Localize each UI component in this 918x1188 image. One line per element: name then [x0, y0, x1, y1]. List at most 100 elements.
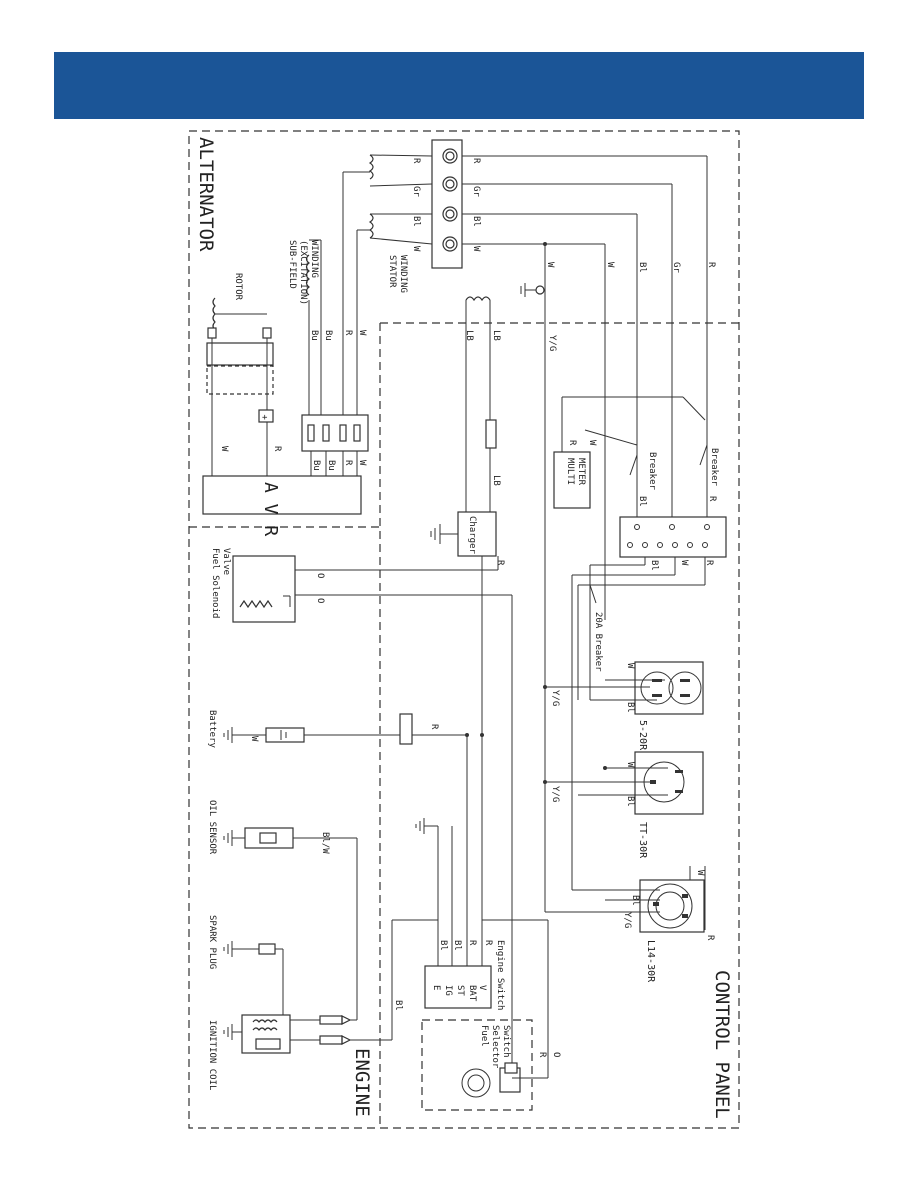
- svg-text:LB: LB: [491, 475, 501, 486]
- svg-text:W: W: [357, 330, 367, 336]
- fuel-solenoid-box: [232, 555, 296, 623]
- fuel-solenoid-coil: [239, 599, 273, 609]
- switch-terminal-e: E: [431, 985, 441, 990]
- multimeter-label: MULTIMETER: [565, 458, 586, 486]
- svg-text:Bl: Bl: [411, 216, 421, 227]
- breaker-2-switch: [699, 444, 708, 466]
- svg-text:R: R: [706, 262, 716, 268]
- svg-text:R: R: [272, 446, 282, 452]
- slip-ring-2: [206, 365, 274, 395]
- svg-text:W: W: [587, 440, 597, 446]
- svg-text:Gr: Gr: [471, 186, 481, 197]
- svg-text:W: W: [695, 870, 705, 876]
- stator-coil-1: [368, 154, 374, 180]
- sub-field-label: SUB-FIELD(EXCITATION)WINDING: [287, 240, 319, 305]
- ignition-coil-label: IGNITION COIL: [207, 1020, 217, 1090]
- stator-winding-label: STATORWINDING: [387, 255, 408, 293]
- svg-text:Y/G: Y/G: [622, 912, 632, 928]
- breaker-1-switch: [629, 454, 638, 476]
- svg-text:+: +: [262, 413, 268, 423]
- breaker-2-label: Breaker: [709, 448, 719, 487]
- header-banner: [54, 52, 864, 119]
- alternator-label: ALTERNATOR: [195, 137, 217, 252]
- battery-label: Battery: [207, 710, 217, 749]
- svg-text:R: R: [704, 560, 714, 566]
- svg-text:Bl: Bl: [471, 216, 481, 227]
- switch-terminal-ig: IG: [443, 985, 453, 996]
- svg-text:Gr: Gr: [411, 186, 421, 197]
- spark-plug: [258, 943, 276, 955]
- svg-text:Y/G: Y/G: [550, 690, 560, 706]
- svg-text:W: W: [545, 262, 555, 268]
- battery-fuse: [399, 713, 413, 745]
- stator-coil-2: [368, 213, 374, 239]
- svg-text:LB: LB: [464, 330, 474, 341]
- svg-text:Bl: Bl: [630, 895, 640, 906]
- svg-text:Y/G: Y/G: [550, 1010, 560, 1026]
- charger-coil: [465, 296, 491, 302]
- svg-text:R: R: [483, 940, 493, 946]
- terminal-bus: [619, 516, 727, 558]
- avr-box: [202, 475, 362, 515]
- svg-text:R: R: [343, 460, 353, 466]
- svg-text:W: W: [605, 262, 615, 268]
- spark-plug-label: SPARK PLUG: [207, 915, 217, 969]
- svg-text:R: R: [537, 1052, 547, 1058]
- charger-box: [457, 511, 497, 557]
- fuel-selector-label: FuelSelectorSwitch: [479, 1025, 511, 1069]
- svg-text:W: W: [411, 246, 421, 252]
- switch-terminal-bat: BAT: [467, 985, 477, 1002]
- svg-text:Gr: Gr: [671, 262, 681, 273]
- svg-text:Bu: Bu: [323, 330, 333, 341]
- svg-text:R: R: [707, 496, 717, 502]
- svg-text:R: R: [467, 940, 477, 946]
- svg-text:Bl: Bl: [637, 262, 647, 273]
- diagram-boundary: [188, 130, 740, 1129]
- svg-text:Bl/W: Bl/W: [320, 832, 330, 854]
- svg-text:Bl: Bl: [438, 940, 448, 951]
- svg-text:Bl: Bl: [625, 702, 635, 713]
- multimeter-box: [553, 451, 591, 509]
- svg-text:O: O: [315, 573, 325, 578]
- oil-sensor-label: OIL SENSOR: [207, 800, 217, 855]
- svg-text:W: W: [625, 663, 635, 669]
- svg-text:Bl: Bl: [637, 496, 647, 507]
- svg-text:R: R: [343, 330, 353, 336]
- engine-switch-box: [424, 965, 492, 1009]
- svg-text:Bl: Bl: [625, 796, 635, 807]
- breaker-20a-switch: [589, 584, 597, 604]
- slip-ring: [206, 342, 274, 366]
- svg-text:W: W: [625, 762, 635, 768]
- svg-text:O: O: [551, 1052, 561, 1057]
- engine-label: ENGINE: [351, 1048, 373, 1117]
- svg-text:R: R: [429, 724, 439, 730]
- receptacle-tt-30r-label: TT-30R: [637, 822, 648, 859]
- svg-text:R: R: [411, 158, 421, 164]
- svg-text:Y/G: Y/G: [547, 335, 557, 351]
- svg-text:Bl: Bl: [393, 1000, 403, 1011]
- svg-text:Y/G: Y/G: [550, 786, 560, 802]
- svg-text:Bu: Bu: [326, 460, 336, 471]
- svg-text:R: R: [567, 440, 577, 446]
- svg-text:LB: LB: [491, 330, 501, 341]
- svg-text:W: W: [219, 446, 229, 452]
- charger-fuse: [485, 419, 497, 449]
- receptacle-l14-30r-label: L14-30R: [645, 940, 656, 983]
- svg-text:R: R: [495, 560, 505, 566]
- svg-text:R: R: [705, 935, 715, 941]
- svg-text:W: W: [679, 560, 689, 566]
- breaker-20a-label: 20A Breaker: [593, 612, 603, 672]
- charger-label: Charger: [467, 516, 477, 555]
- receptacle-tt-30r: [634, 751, 704, 815]
- battery-box: [265, 727, 305, 743]
- svg-text:W: W: [249, 736, 259, 742]
- fuel-solenoid-label: Fuel SolenoidValve: [210, 548, 231, 618]
- rotor-coil: [212, 297, 216, 331]
- switch-terminal-v: V: [477, 985, 487, 991]
- fuel-selector-box: [421, 1019, 533, 1111]
- svg-text:O: O: [315, 598, 325, 603]
- svg-text:Bl: Bl: [452, 940, 462, 951]
- switch-terminal-st: ST: [455, 985, 465, 996]
- engine-switch-label: Engine Switch: [495, 940, 505, 1010]
